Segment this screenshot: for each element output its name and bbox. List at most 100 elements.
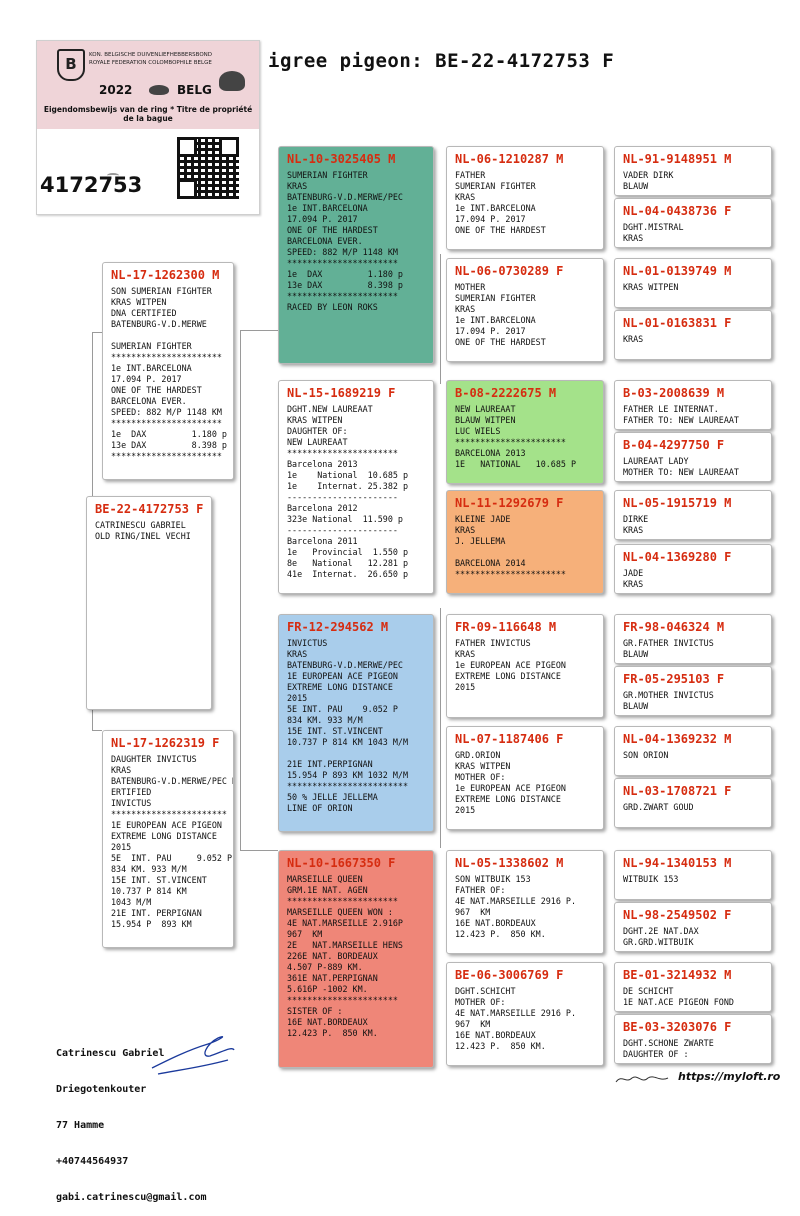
ring-country: BELG [177, 83, 212, 97]
pigeon-info-line: ********************** [287, 291, 398, 301]
federation-logo-icon: B [57, 49, 85, 81]
pigeon-info-line: BARCELONA EVER. [287, 236, 363, 246]
ring-number: 4172753 [40, 173, 143, 197]
pigeon-info-line: SON WITBUIK 153 [455, 874, 531, 884]
pigeon-info-line: SON SUMERIAN FIGHTER [111, 286, 212, 296]
pigeon-ring-number: NL-17-1262319 F [111, 736, 220, 750]
pigeon-info-line: SUMERIAN FIGHTER [455, 181, 536, 191]
pigeon-info-line: 1e Internat. 25.382 p [287, 481, 409, 491]
pigeon-info-line: MOTHER OF: [455, 772, 506, 782]
pigeon-info-line: JADE [623, 568, 644, 578]
tree-connector-line [440, 608, 441, 848]
breeder-address-street: Driegotenkouter [56, 1084, 147, 1095]
pigeon-ring-number: B-03-2008639 M [623, 386, 725, 400]
pigeon-info-line: 1e INT.BARCELONA [455, 203, 536, 213]
pigeon-info-line: 1e DAX 1.180 p [287, 269, 403, 279]
pigeon-ring-number: FR-12-294562 M [287, 620, 389, 634]
pigeon-info-line: 4E NAT.MARSEILLE 2916 P. [455, 896, 577, 906]
pigeon-info-line: 21E INT. PERPIGNAN [111, 908, 202, 918]
pigeon-info-line: SPEED: 882 M/P 1148 KM [111, 407, 222, 417]
qr-corner [219, 137, 239, 157]
footer-site-link[interactable]: https://myloft.ro [678, 1070, 781, 1083]
pigeon-info-line: BLAUW [623, 649, 649, 659]
pigeon-info-line: DAUGHTER OF: [287, 426, 348, 436]
pigeon-info-line: BLAUW WITPEN [455, 415, 516, 425]
pigeon-info-line: DAUGHTER INVICTUS [111, 754, 197, 764]
pigeon-info-line: 4.507 P-889 KM. [287, 962, 363, 972]
author-signature-icon [615, 1076, 669, 1083]
tree-connector-line [240, 690, 241, 850]
pigeon-info-line: BLAUW [623, 181, 649, 191]
pigeon-info-line: KRAS WITPEN [455, 761, 511, 771]
breeder-name: Catrinescu Gabriel [56, 1048, 165, 1059]
pigeon-info-line: KRAS [111, 765, 132, 775]
pigeon-info-line: SON ORION [623, 750, 669, 760]
tree-connector-line [92, 710, 93, 730]
breeder-phone: +40744564937 [56, 1156, 129, 1167]
pigeon-info-line: BLAUW [623, 701, 649, 711]
pigeon-info-line: EXTREME LONG DISTANCE [287, 682, 393, 692]
pigeon-info-line: KRAS WITPEN [111, 297, 167, 307]
pigeon-info-line: INVICTUS [287, 638, 328, 648]
pigeon-info-line: ONE OF THE HARDEST [111, 385, 202, 395]
pigeon-info-line: 967 KM [455, 1019, 491, 1029]
pigeon-ring-number: NL-10-3025405 M [287, 152, 396, 166]
pigeon-info-line: 13e DAX 8.398 p [287, 280, 403, 290]
pigeon-ring-number: NL-91-9148951 M [623, 152, 732, 166]
pigeon-silhouette-icon [219, 71, 245, 91]
pigeon-info-line: 1E EUROPEAN ACE PIGEON [287, 671, 398, 681]
pigeon-info-line: 2015 [111, 842, 132, 852]
pigeon-info-line: FATHER LE INTERNAT. [623, 404, 719, 414]
pigeon-info-line: 16E NAT.BORDEAUX [455, 918, 536, 928]
pigeon-ring-number: NL-06-1210287 M [455, 152, 564, 166]
pigeon-info-line: 1E NATIONAL 10.685 P [455, 459, 577, 469]
tree-connector-line [92, 730, 102, 731]
pigeon-info-line: DAUGHTER OF : [623, 1049, 689, 1059]
pigeon-ring-number: NL-05-1338602 M [455, 856, 564, 870]
ring-year: 2022 [99, 83, 133, 97]
pigeon-info-line: DGHT.SCHICHT [455, 986, 516, 996]
pigeon-info-line: 834 KM. 933 M/M [111, 864, 187, 874]
pigeon-info-line: INVICTUS [111, 798, 152, 808]
pigeon-info-line: 41e Internat. 26.650 p [287, 569, 409, 579]
pigeon-info-line: KRAS [455, 192, 476, 202]
pigeon-info-line: GR.GRD.WITBUIK [623, 937, 694, 947]
pigeon-info-line: GR.MOTHER INVICTUS [623, 690, 714, 700]
ring-subtitle: Eigendomsbewijs van de ring * Titre de p… [43, 105, 253, 123]
pigeon-info-line: ---------------------- [287, 492, 398, 502]
ring-federation-name-fr: ROYALE FEDERATION COLOMBOPHILE BELGE [89, 60, 212, 66]
pigeon-ring-number: NL-03-1708721 F [623, 784, 732, 798]
pigeon-info-line: KRAS [455, 649, 476, 659]
pigeon-info-line: EXTREME LONG DISTANCE [111, 831, 217, 841]
pigeon-info-line: ONE OF THE HARDEST [455, 337, 546, 347]
pigeon-info-line: ********************** [287, 258, 398, 268]
ring-federation-name-nl: KON. BELGISCHE DUIVENLIEFHEBBERSBOND [89, 52, 212, 58]
pigeon-info-line: BARCELONA 2013 [455, 448, 526, 458]
pigeon-info-line: GRD.ZWART GOUD [623, 802, 694, 812]
ring-card-hole [107, 173, 119, 178]
pigeon-ring-number: NL-07-1187406 F [455, 732, 564, 746]
pigeon-info-line: DGHT.SCHONE ZWARTE [623, 1038, 714, 1048]
pigeon-info-line: ********************** [111, 418, 222, 428]
pigeon-info-line: KRAS WITPEN [287, 415, 343, 425]
pigeon-info-line: 8e National 12.281 p [287, 558, 409, 568]
pigeon-info-line: GR.FATHER INVICTUS [623, 638, 714, 648]
pigeon-info-line: 967 KM [287, 929, 323, 939]
ring-ownership-card: B KON. BELGISCHE DUIVENLIEFHEBBERSBOND R… [36, 40, 260, 215]
pigeon-info-line: BATENBURG-V.D.MERWE/PEC DNA C [111, 776, 233, 786]
pigeon-info-line: KRAS [623, 233, 644, 243]
pigeon-ring-number: BE-06-3006769 F [455, 968, 564, 982]
ring-federation-name: KON. BELGISCHE DUIVENLIEFHEBBERSBOND ROY… [89, 51, 219, 67]
pigeon-info-line: MOTHER [455, 282, 486, 292]
pigeon-info-line: FATHER OF: [455, 885, 506, 895]
